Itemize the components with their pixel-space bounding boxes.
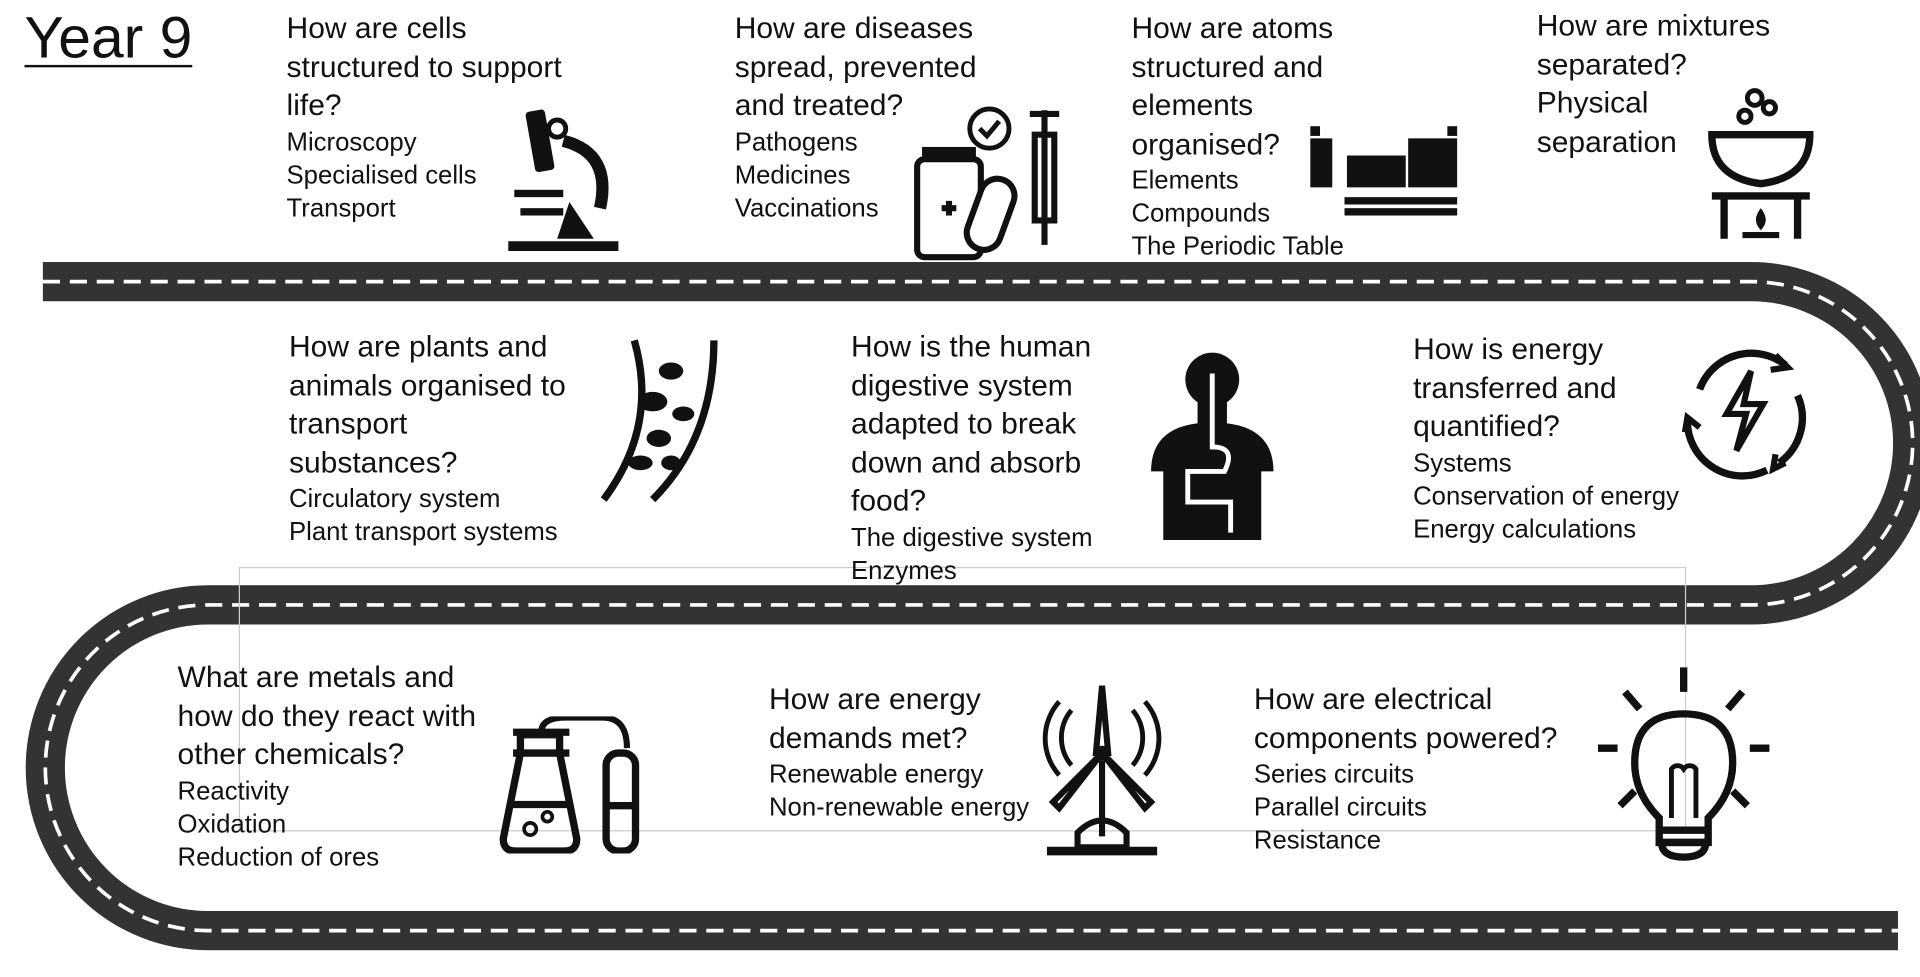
- question-line: demands met?: [768, 721, 968, 755]
- topic-block: How are plants and animals organised to tr…: [289, 328, 566, 548]
- topic-item: Specialised cells: [286, 161, 477, 190]
- topic-block: How is energy transferred and quantified? S…: [1413, 331, 1679, 546]
- medicine-icon: [914, 106, 1060, 261]
- topic-block: How are energy demands met? Renewable ener…: [769, 681, 1029, 824]
- microscope-icon: [508, 109, 619, 252]
- topic-item: Series circuits: [1253, 760, 1414, 789]
- question-line: How are electrical: [1253, 683, 1493, 717]
- topic-item: Renewable energy: [768, 760, 984, 789]
- question-line: and treated?: [734, 89, 904, 123]
- topic-item: Elements: [1131, 166, 1239, 195]
- question-line: How are mixtures: [1536, 9, 1771, 43]
- question-line: food?: [851, 484, 927, 518]
- question-line: How are cells: [286, 12, 467, 46]
- topic-block: How is the human digestive system adapted …: [851, 328, 1093, 587]
- question-line: structured and: [1131, 50, 1324, 84]
- topic-item: Oxidation: [177, 810, 287, 839]
- energy-cycle-icon: [1681, 349, 1807, 480]
- topic-item: Energy calculations: [1413, 514, 1637, 544]
- question-line: down and absorb: [851, 446, 1082, 480]
- question-line: adapted to break: [851, 407, 1077, 441]
- question-line: quantified?: [1413, 410, 1560, 444]
- question-line: How are atoms: [1131, 12, 1334, 46]
- question-line: How are diseases: [734, 12, 974, 46]
- topic-item: Plant transport systems: [288, 517, 558, 547]
- question-line: What are metals and: [177, 661, 455, 695]
- question-line: How is energy: [1413, 333, 1604, 367]
- topic-item: Compounds: [1131, 199, 1271, 228]
- question-line: digestive system: [851, 369, 1073, 403]
- digestive-system-icon: [1151, 352, 1274, 541]
- topic-item: Enzymes: [851, 556, 957, 585]
- topic-item: Conservation of energy: [1413, 481, 1679, 511]
- question-line: transferred and: [1413, 371, 1617, 405]
- periodic-table-icon: [1310, 126, 1458, 216]
- question-line: separated?: [1536, 48, 1687, 82]
- wind-turbine-icon: [1042, 685, 1162, 856]
- topic-item: Transport: [286, 194, 396, 223]
- topic-item: Parallel circuits: [1253, 793, 1427, 822]
- light-bulb-icon: [1597, 667, 1770, 861]
- question-line: transport: [288, 407, 408, 441]
- topic-item: Reduction of ores: [177, 843, 380, 872]
- topic-block: How are cells structured to support life? M…: [287, 10, 562, 225]
- flask-icon: [499, 716, 640, 854]
- question-line: How are plants and: [288, 330, 548, 364]
- topic-item: The Periodic Table: [1131, 232, 1344, 261]
- topic-block: How are diseases spread, prevented and tre…: [735, 10, 977, 225]
- topic-item: Resistance: [1253, 826, 1382, 855]
- question-line: substances?: [288, 446, 458, 480]
- topic-item: Reactivity: [177, 776, 290, 806]
- question-line: How are energy: [768, 683, 981, 717]
- question-line: separation: [1536, 125, 1677, 159]
- topic-block: How are mixtures separated? Physical separa…: [1537, 7, 1770, 161]
- question-line: spread, prevented: [734, 50, 977, 84]
- question-line: animals organised to: [288, 369, 566, 403]
- topic-item: Systems: [1413, 448, 1512, 477]
- evaporating-dish-icon: [1708, 88, 1814, 239]
- topic-block: How are electrical components powered? Ser…: [1254, 681, 1558, 857]
- topic-item: Pathogens: [734, 127, 858, 157]
- topic-item: Non-renewable energy: [768, 793, 1030, 822]
- topic-item: Microscopy: [286, 127, 417, 157]
- topic-block: How are atoms structured and elements organ…: [1131, 10, 1344, 263]
- topic-item: Medicines: [734, 161, 851, 190]
- question-line: how do they react with: [177, 699, 477, 733]
- topic-block: What are metals and how do they react wit…: [178, 659, 477, 874]
- blood-vessel-icon: [600, 339, 718, 503]
- question-line: elements: [1131, 89, 1254, 123]
- question-line: How is the human: [851, 330, 1092, 364]
- question-line: Physical: [1536, 86, 1649, 121]
- question-line: components powered?: [1253, 721, 1558, 755]
- question-line: structured to support: [286, 50, 562, 84]
- question-line: organised?: [1131, 127, 1280, 162]
- topic-item: The digestive system: [851, 523, 1093, 552]
- topic-item: Circulatory system: [288, 484, 501, 514]
- topic-item: Vaccinations: [734, 194, 879, 223]
- question-line: life?: [286, 89, 342, 123]
- page-title: Year 9: [24, 6, 193, 72]
- question-line: other chemicals?: [177, 738, 405, 772]
